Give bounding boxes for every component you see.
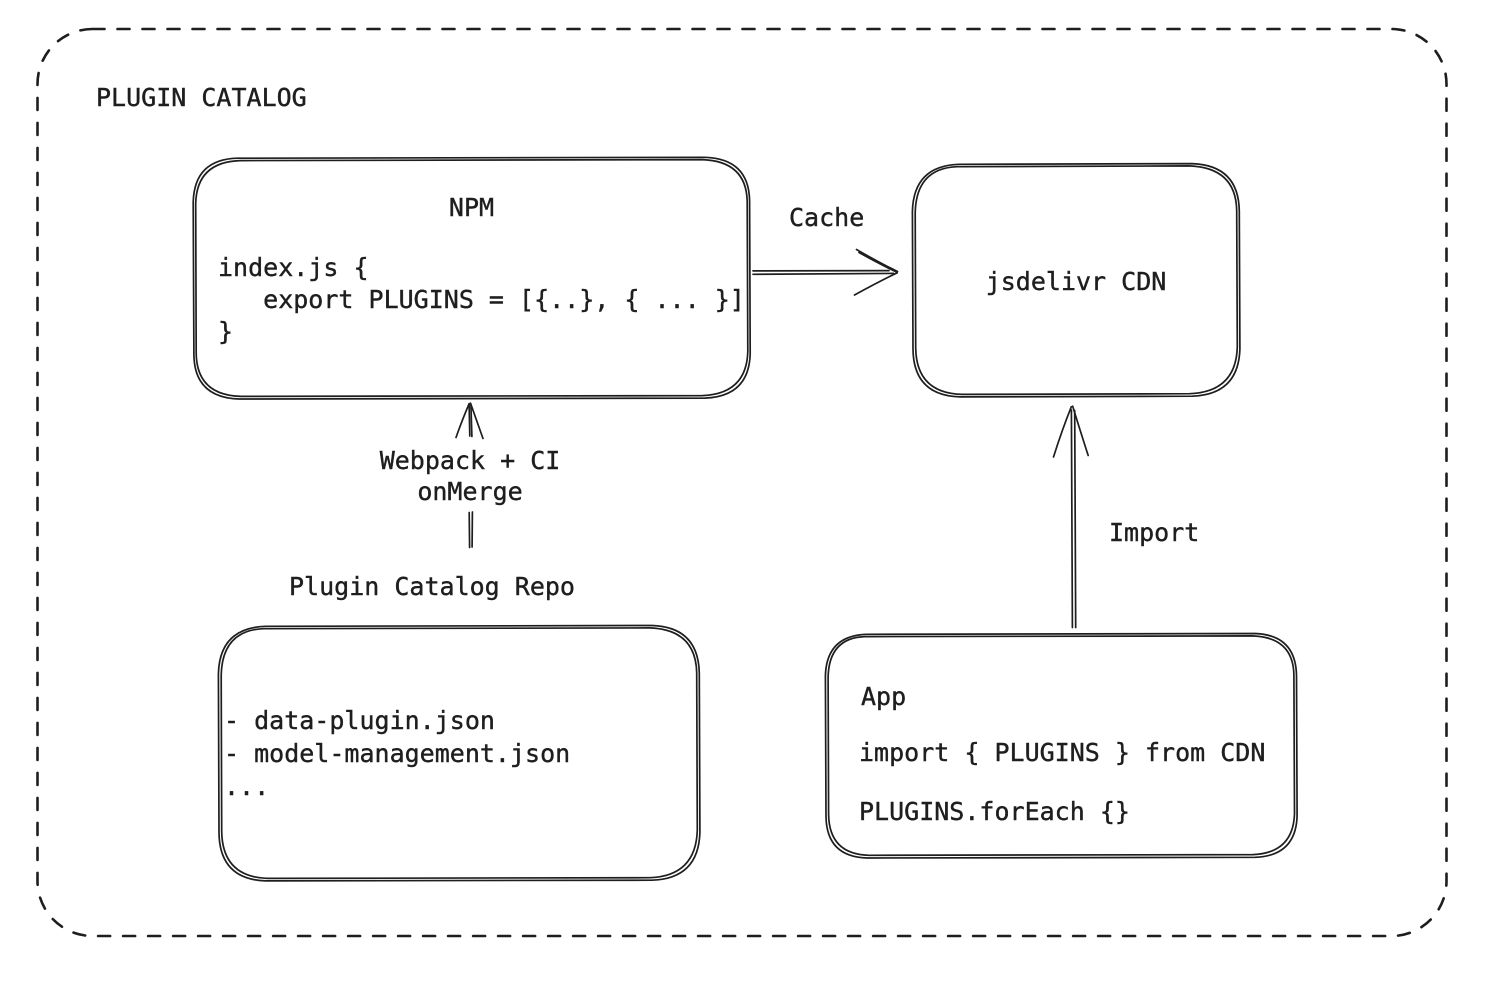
plugin-catalog-frame[interactable] xyxy=(36,27,1448,938)
app-import-line: import { PLUGINS } from CDN xyxy=(859,738,1266,767)
npm-box[interactable] xyxy=(192,156,752,400)
repo-box-outline[interactable] xyxy=(217,624,701,882)
webpack-arrow-label: Webpack + CI onMerge xyxy=(379,446,561,506)
cdn-box-label: jsdelivr CDN xyxy=(985,267,1167,296)
app-foreach-line: PLUGINS.forEach {} xyxy=(859,797,1130,826)
cache-arrow-label: Cache xyxy=(789,203,865,232)
repo-box-title: Plugin Catalog Repo xyxy=(289,572,575,601)
cdn-box-outline-overdraw xyxy=(914,165,1239,396)
repo-box-outline-overdraw xyxy=(220,627,699,880)
import-arrowhead-left xyxy=(1052,405,1073,458)
npm-box-title: NPM xyxy=(448,193,495,222)
repo-box[interactable] xyxy=(217,624,701,882)
cache-arrowhead-upper xyxy=(855,248,899,273)
cache-arrow-shaft-overdraw xyxy=(752,272,895,276)
cdn-box[interactable] xyxy=(911,162,1241,398)
diagram-title: PLUGIN CATALOG xyxy=(96,83,307,112)
cdn-box-outline[interactable] xyxy=(911,162,1241,398)
cache-arrow[interactable] xyxy=(752,248,899,296)
repo-file-list: - data-plugin.json - model-management.js… xyxy=(224,706,571,801)
import-arrow-shaft-overdraw xyxy=(1073,409,1077,629)
npm-code-block: index.js { export PLUGINS = [{..}, { ...… xyxy=(218,253,745,346)
webpack-arrow-tip-shaft xyxy=(468,403,471,437)
import-arrow-shaft[interactable] xyxy=(1070,409,1074,629)
npm-box-outline-overdraw xyxy=(194,158,749,398)
app-box-title: App xyxy=(861,682,907,711)
webpack-arrowhead-left xyxy=(455,402,471,439)
app-box-outline-overdraw xyxy=(827,635,1296,857)
cache-arrowhead-lower xyxy=(853,271,899,296)
import-arrow[interactable] xyxy=(1052,405,1090,629)
cache-arrowhead-upper-overdraw xyxy=(858,251,898,273)
import-arrowhead-right xyxy=(1071,405,1090,457)
webpack-arrow-tip-shaft-overdraw xyxy=(470,403,473,438)
import-arrow-label: Import xyxy=(1109,518,1200,547)
app-box[interactable] xyxy=(824,632,1298,859)
npm-box-outline[interactable] xyxy=(192,156,752,400)
webpack-arrowhead-right xyxy=(469,402,484,440)
app-box-outline[interactable] xyxy=(824,632,1298,859)
webpack-arrow[interactable] xyxy=(455,402,484,549)
